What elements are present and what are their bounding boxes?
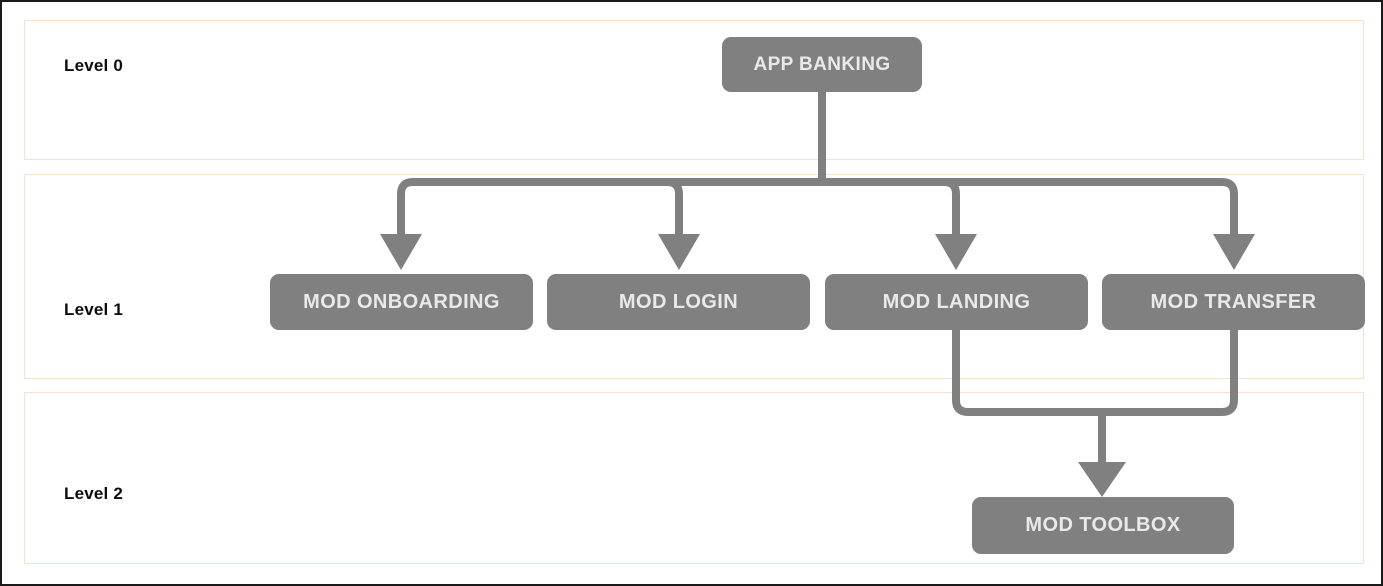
- node-mod-toolbox-label: MOD TOOLBOX: [1025, 514, 1181, 536]
- level-panel-1: [24, 174, 1364, 379]
- node-mod-transfer-label: MOD TRANSFER: [1150, 290, 1317, 313]
- level-panel-2: [24, 392, 1364, 564]
- node-mod-toolbox[interactable]: MOD TOOLBOX: [972, 497, 1234, 554]
- node-app-banking-label: APP BANKING: [753, 53, 891, 75]
- level-panel-0: [24, 20, 1364, 160]
- level-label-1: Level 1: [64, 300, 124, 319]
- node-mod-onboarding[interactable]: MOD ONBOARDING: [270, 274, 533, 330]
- node-mod-landing[interactable]: MOD LANDING: [825, 274, 1088, 330]
- node-mod-onboarding-label: MOD ONBOARDING: [303, 290, 500, 313]
- node-mod-login[interactable]: MOD LOGIN: [547, 274, 810, 330]
- level-label-0: Level 0: [64, 56, 124, 75]
- level-label-2: Level 2: [64, 484, 124, 503]
- node-mod-transfer[interactable]: MOD TRANSFER: [1102, 274, 1365, 330]
- node-mod-landing-label: MOD LANDING: [882, 290, 1031, 313]
- node-mod-login-label: MOD LOGIN: [618, 290, 739, 313]
- node-app-banking[interactable]: APP BANKING: [722, 37, 922, 92]
